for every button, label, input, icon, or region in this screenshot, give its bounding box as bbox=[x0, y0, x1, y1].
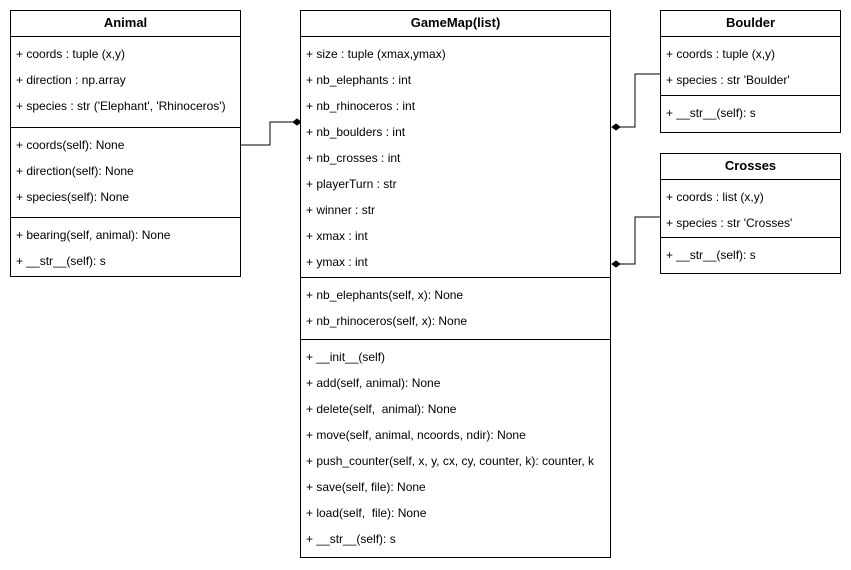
attribute-row: + size : tuple (xmax,ymax) bbox=[306, 47, 446, 61]
animal-class-name: Animal bbox=[11, 11, 240, 37]
attribute-row: + winner : str bbox=[306, 203, 376, 217]
crosses-methods: + __str__(self): s bbox=[661, 238, 840, 272]
attribute-row: + playerTurn : str bbox=[306, 177, 397, 191]
boulder-attributes: + coords : tuple (x,y) + species : str '… bbox=[661, 37, 840, 96]
gamemap-class-box[interactable]: GameMap(list) + size : tuple (xmax,ymax)… bbox=[300, 10, 611, 558]
method-row: + species(self): None bbox=[16, 190, 130, 204]
attribute-row: + xmax : int bbox=[306, 229, 368, 243]
method-row: + __str__(self): s bbox=[666, 106, 756, 120]
composition-diamond-boulder bbox=[611, 123, 621, 131]
method-row: + delete(self, animal): None bbox=[306, 402, 457, 416]
boulder-class-name: Boulder bbox=[661, 11, 840, 37]
animal-attributes: + coords : tuple (x,y) + direction : np.… bbox=[11, 37, 240, 128]
boulder-methods: + __str__(self): s bbox=[661, 96, 840, 130]
attribute-row: + nb_crosses : int bbox=[306, 151, 401, 165]
attribute-row: + coords : tuple (x,y) bbox=[666, 47, 776, 61]
crosses-attributes: + coords : list (x,y) + species : str 'C… bbox=[661, 180, 840, 238]
attribute-row: + coords : tuple (x,y) bbox=[16, 47, 126, 61]
animal-accessor-methods: + coords(self): None + direction(self): … bbox=[11, 128, 240, 218]
animal-gamemap-composition bbox=[241, 118, 302, 146]
attribute-row: + nb_elephants : int bbox=[306, 73, 412, 87]
crosses-gamemap-composition bbox=[611, 216, 660, 268]
animal-class-box[interactable]: Animal + coords : tuple (x,y) + directio… bbox=[10, 10, 241, 277]
method-row: + add(self, animal): None bbox=[306, 376, 441, 390]
method-row: + move(self, animal, ncoords, ndir): Non… bbox=[306, 428, 526, 442]
method-row: + __str__(self): s bbox=[306, 532, 396, 546]
boulder-gamemap-composition bbox=[611, 73, 660, 131]
method-row: + direction(self): None bbox=[16, 164, 134, 178]
animal-methods: + bearing(self, animal): None + __str__(… bbox=[11, 218, 240, 278]
attribute-row: + ymax : int bbox=[306, 255, 368, 269]
gamemap-class-name: GameMap(list) bbox=[301, 11, 610, 37]
attribute-row: + direction : np.array bbox=[16, 73, 126, 87]
attribute-row: + nb_boulders : int bbox=[306, 125, 406, 139]
method-row: + nb_rhinoceros(self, x): None bbox=[306, 314, 468, 328]
method-row: + load(self, file): None bbox=[306, 506, 427, 520]
method-row: + bearing(self, animal): None bbox=[16, 228, 171, 242]
method-row: + coords(self): None bbox=[16, 138, 125, 152]
gamemap-methods: + __init__(self) + add(self, animal): No… bbox=[301, 340, 610, 556]
gamemap-setter-methods: + nb_elephants(self, x): None + nb_rhino… bbox=[301, 278, 610, 340]
method-row: + save(self, file): None bbox=[306, 480, 426, 494]
attribute-row: + species : str 'Boulder' bbox=[666, 73, 790, 87]
attribute-row: + species : str 'Crosses' bbox=[666, 216, 793, 230]
boulder-class-box[interactable]: Boulder + coords : tuple (x,y) + species… bbox=[660, 10, 841, 133]
method-row: + __init__(self) bbox=[306, 350, 386, 364]
crosses-class-box[interactable]: Crosses + coords : list (x,y) + species … bbox=[660, 153, 841, 274]
composition-diamond-crosses bbox=[611, 260, 621, 268]
attribute-row: + species : str ('Elephant', 'Rhinoceros… bbox=[16, 99, 226, 113]
attribute-row: + coords : list (x,y) bbox=[666, 190, 764, 204]
crosses-class-name: Crosses bbox=[661, 154, 840, 180]
method-row: + __str__(self): s bbox=[666, 248, 756, 262]
gamemap-attributes: + size : tuple (xmax,ymax) + nb_elephant… bbox=[301, 37, 610, 278]
method-row: + nb_elephants(self, x): None bbox=[306, 288, 464, 302]
method-row: + __str__(self): s bbox=[16, 254, 106, 268]
method-row: + push_counter(self, x, y, cx, cy, count… bbox=[306, 454, 595, 468]
attribute-row: + nb_rhinoceros : int bbox=[306, 99, 416, 113]
